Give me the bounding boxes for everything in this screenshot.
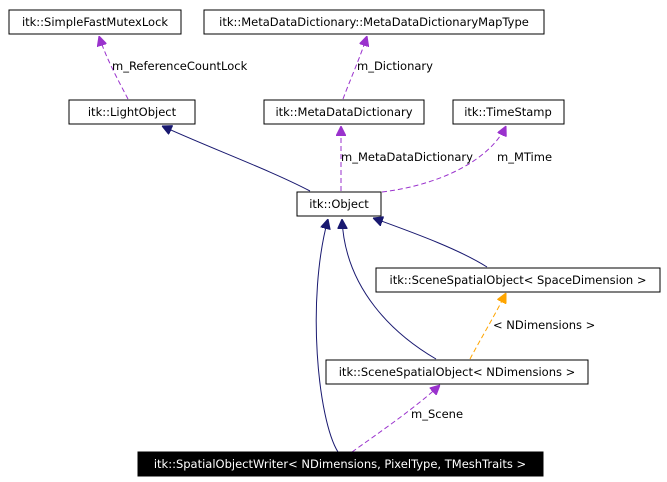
node-scene-spatial-object-ndimensions[interactable]: itk::SceneSpatialObject< NDimensions >	[325, 359, 589, 385]
edge-dictionary	[342, 36, 367, 100]
node-scene-spatial-object-space-dimension[interactable]: itk::SceneSpatialObject< SpaceDimension …	[375, 267, 661, 293]
label-mtime: m_MTime	[497, 150, 552, 164]
edge-reference-count-lock	[99, 36, 129, 100]
node-label: itk::MetaDataDictionary	[275, 105, 412, 119]
edge-writer-object	[315, 219, 339, 453]
label-dictionary: m_Dictionary	[357, 59, 433, 73]
label-meta-data-dictionary: m_MetaDataDictionary	[341, 150, 473, 164]
node-label: itk::MetaDataDictionary::MetaDataDiction…	[219, 15, 529, 29]
edge-object-lightobject	[162, 126, 311, 192]
edge-scene-ndim-object	[342, 219, 437, 360]
edge-scene-space-object	[373, 218, 488, 268]
label-reference-count-lock: m_ReferenceCountLock	[112, 59, 248, 73]
node-simple-fast-mutex-lock[interactable]: itk::SimpleFastMutexLock	[8, 9, 182, 35]
node-label: itk::SimpleFastMutexLock	[22, 15, 168, 29]
node-label: itk::SpatialObjectWriter< NDimensions, P…	[154, 457, 526, 471]
node-object[interactable]: itk::Object	[296, 191, 382, 217]
edge-mtime	[381, 126, 506, 193]
label-ndimensions-template: < NDimensions >	[493, 318, 595, 332]
node-spatial-object-writer[interactable]: itk::SpatialObjectWriter< NDimensions, P…	[137, 451, 544, 477]
node-meta-data-dictionary[interactable]: itk::MetaDataDictionary	[263, 99, 425, 125]
node-light-object[interactable]: itk::LightObject	[68, 99, 196, 125]
node-label: itk::Object	[309, 197, 369, 211]
label-scene: m_Scene	[411, 407, 463, 421]
edge-ndimensions-template	[469, 293, 506, 360]
node-label: itk::SceneSpatialObject< NDimensions >	[339, 365, 576, 379]
node-label: itk::SceneSpatialObject< SpaceDimension …	[390, 273, 647, 287]
node-label: itk::TimeStamp	[464, 105, 552, 119]
node-label: itk::LightObject	[88, 105, 177, 119]
edge-scene	[351, 385, 440, 453]
node-time-stamp[interactable]: itk::TimeStamp	[452, 99, 565, 125]
node-meta-data-dictionary-map-type[interactable]: itk::MetaDataDictionary::MetaDataDiction…	[203, 9, 545, 35]
